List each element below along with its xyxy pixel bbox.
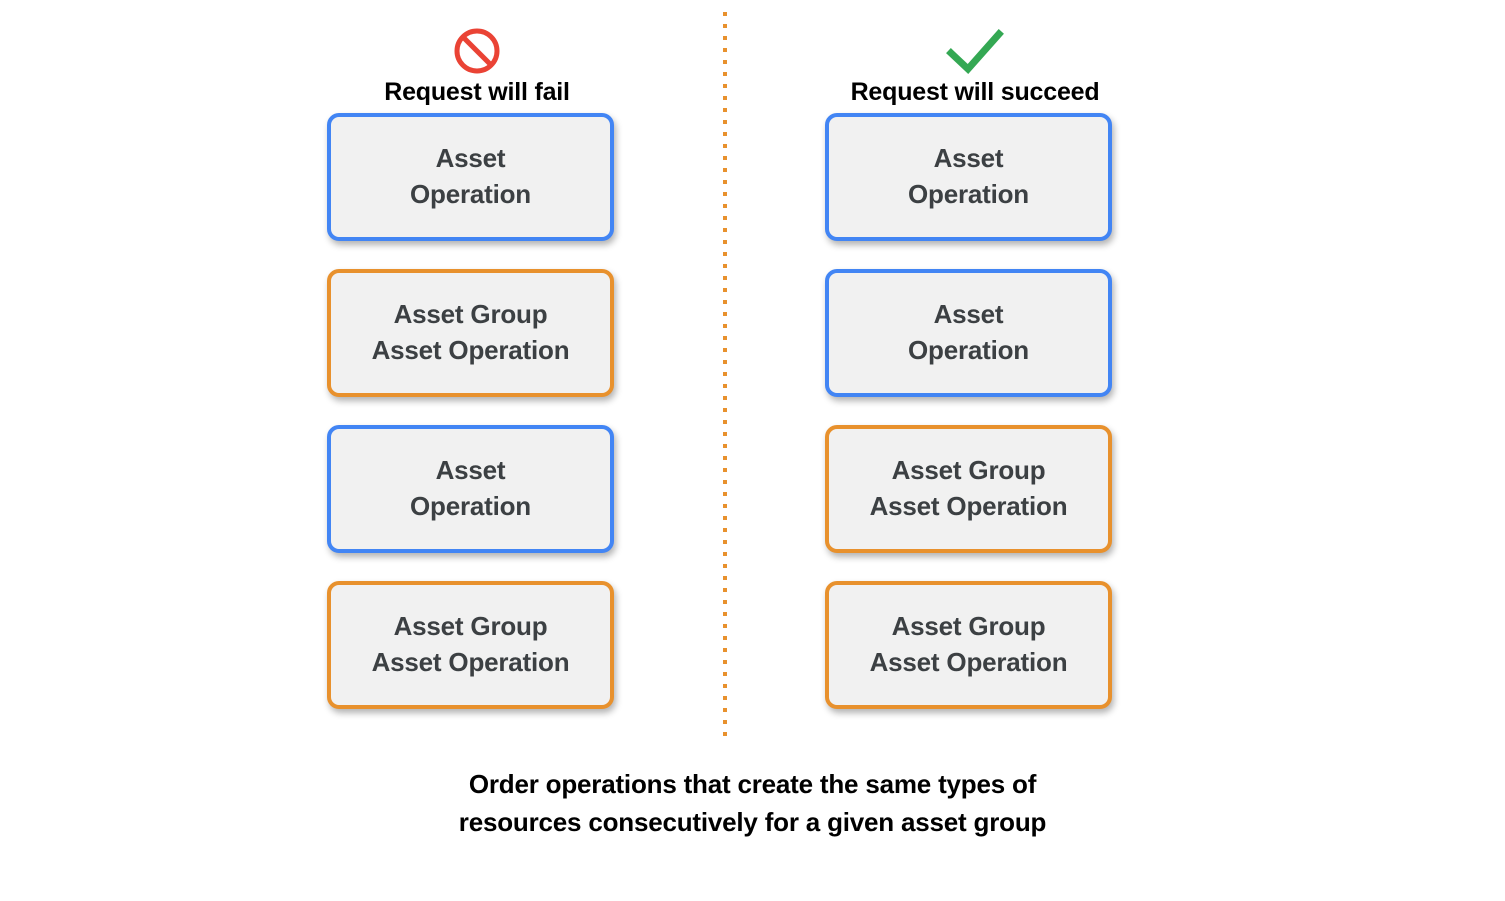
column-header-succeed: Request will succeed — [825, 0, 1125, 105]
column-request-will-fail: Request will fail Asset Operation Asset … — [327, 0, 627, 709]
operation-box-label: Asset Operation — [410, 455, 531, 521]
operation-box-label: Asset Group Asset Operation — [371, 611, 570, 677]
operation-box[interactable]: Asset Operation — [825, 269, 1112, 397]
operation-box[interactable]: Asset Operation — [327, 425, 614, 553]
operation-box[interactable]: Asset Group Asset Operation — [327, 269, 614, 397]
box-list-succeed: Asset Operation Asset Operation Asset Gr… — [825, 105, 1125, 709]
operation-box-label: Asset Group Asset Operation — [371, 299, 570, 365]
operation-box[interactable]: Asset Operation — [825, 113, 1112, 241]
diagram-caption: Order operations that create the same ty… — [458, 769, 1047, 837]
column-title-succeed: Request will succeed — [850, 78, 1100, 106]
operation-box-label: Asset Operation — [908, 143, 1029, 209]
operation-box-label: Asset Operation — [908, 299, 1029, 365]
operation-box-label: Asset Operation — [410, 143, 531, 209]
column-title-fail: Request will fail — [384, 78, 570, 106]
checkmark-icon — [944, 24, 1006, 78]
prohibition-icon — [452, 24, 502, 78]
operation-box[interactable]: Asset Group Asset Operation — [825, 581, 1112, 709]
operation-box[interactable]: Asset Group Asset Operation — [825, 425, 1112, 553]
box-list-fail: Asset Operation Asset Group Asset Operat… — [327, 105, 627, 709]
vertical-dotted-divider — [723, 12, 727, 736]
operation-box[interactable]: Asset Operation — [327, 113, 614, 241]
column-header-fail: Request will fail — [327, 0, 627, 105]
operation-box-label: Asset Group Asset Operation — [869, 455, 1068, 521]
operation-box-label: Asset Group Asset Operation — [869, 611, 1068, 677]
operation-box[interactable]: Asset Group Asset Operation — [327, 581, 614, 709]
column-request-will-succeed: Request will succeed Asset Operation Ass… — [825, 0, 1125, 709]
